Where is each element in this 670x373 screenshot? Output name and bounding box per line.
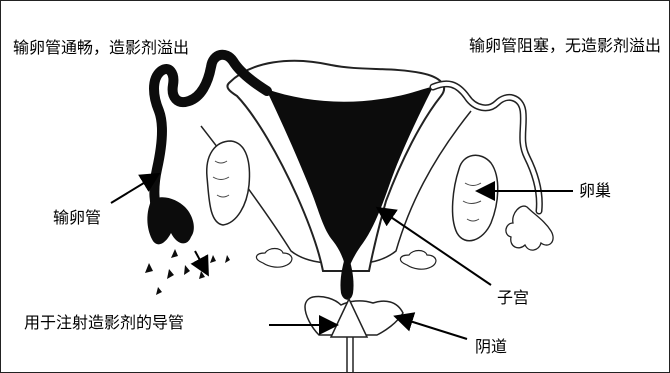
right-ligament-lobe [400,251,436,270]
label-uterus: 子宫 [497,287,529,309]
arrow-vagina [397,317,467,339]
right-fimbria [506,206,553,250]
right-ovary [453,155,498,240]
label-tube-blocked: 输卵管阻塞，无造影剂溢出 [469,35,669,57]
label-ovary: 卵巢 [579,180,611,202]
label-fallopian-tube: 输卵管 [53,207,101,229]
left-ovary [207,141,250,225]
contrast-spill-drops [145,249,230,295]
left-fimbria-contrast [147,197,194,244]
label-vagina: 阴道 [475,336,507,358]
label-catheter: 用于注射造影剂的导管 [24,312,184,334]
left-ligament-lobe [256,249,292,268]
arrow-spill [195,251,207,273]
label-tube-patent: 输卵管通畅，造影剂溢出 [13,37,189,59]
